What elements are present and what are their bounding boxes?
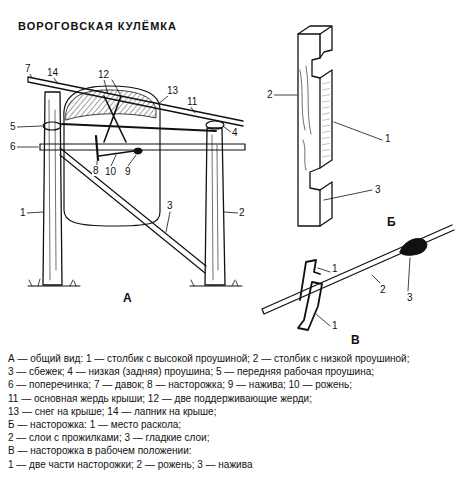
legend-text: 3 — сбежек; 4 — низкая (задняя) проушина… — [8, 366, 374, 377]
legend-text: 6 — поперечинка; 7 — давок; 8 — насторож… — [8, 379, 352, 390]
legend-text: Б — насторожка: 1 — место раскола; — [8, 419, 181, 430]
callout-number: 12 — [97, 69, 110, 80]
callout-number: 1 — [384, 133, 392, 144]
callout-number: 5 — [9, 121, 17, 132]
part-letter: В — [350, 334, 361, 347]
callout-number: 4 — [231, 127, 239, 138]
callout-number: 1 — [331, 320, 339, 331]
legend-text: 11 — основная жердь крыши; 12 — две подд… — [8, 393, 312, 404]
callout-number: 2 — [379, 284, 387, 295]
part-letter: Б — [386, 216, 397, 229]
callout-number: 6 — [9, 141, 17, 152]
callout-number: 1 — [19, 207, 27, 218]
callout-number: 1 — [331, 263, 339, 274]
diagram-title: ВОРОГОВСКАЯ КУЛЁМКА — [18, 20, 177, 32]
callout-number: 9 — [124, 166, 132, 177]
callout-number: 3 — [374, 184, 382, 195]
callout-number: 8 — [92, 165, 100, 176]
legend-text: 1 — две части насторожки; 2 — рожень; 3 … — [8, 459, 252, 470]
callout-number: 3 — [166, 200, 174, 211]
callout-number: 13 — [166, 85, 179, 96]
part-letter: А — [122, 292, 133, 305]
legend-text: 2 — слои с прожилками; 3 — гладкие слои; — [8, 432, 209, 443]
callout-number: 14 — [46, 67, 59, 78]
legend-text: А — общий вид: 1 — столбик с высокой про… — [8, 353, 409, 364]
legend-text: В — насторожка в рабочем положении: — [8, 445, 192, 456]
callout-number: 7 — [24, 63, 32, 74]
callout-number: 2 — [266, 89, 274, 100]
callout-number: 11 — [186, 96, 198, 107]
callout-number: 2 — [238, 207, 246, 218]
callout-number: 3 — [406, 292, 414, 303]
callout-number: 10 — [104, 166, 117, 177]
legend-text: 13 — снег на крыше; 14 — лапник на крыше… — [8, 406, 216, 417]
